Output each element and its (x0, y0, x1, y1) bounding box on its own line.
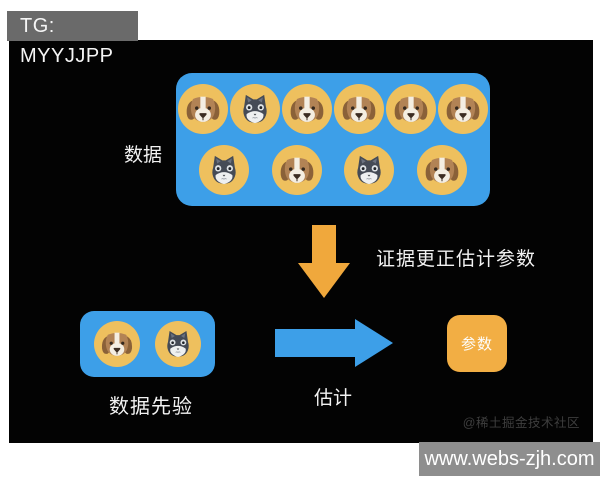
prior-box-label: 数据先验 (109, 396, 193, 418)
tg-badge-label: TG: MYYJJPP (20, 15, 114, 67)
dog-icon (438, 84, 488, 134)
data-samples-box (176, 73, 490, 206)
site-url-bar: www.webs-zjh.com (419, 442, 600, 476)
dog-icon (386, 84, 436, 134)
evidence-arrow-label: 证据更正估计参数 (376, 249, 537, 270)
community-watermark: @稀土掘金技术社区 (462, 416, 580, 430)
dog-icon (334, 84, 384, 134)
prior-samples-box (80, 311, 215, 377)
parameter-box: 参数 (447, 315, 507, 372)
dog-icon (282, 84, 332, 134)
data-box-label: 数据 (123, 145, 162, 166)
parameter-box-label: 参数 (460, 336, 493, 353)
tg-badge: TG: MYYJJPP (7, 11, 138, 67)
site-url-label: www.webs-zjh.com (424, 447, 595, 470)
cat-icon (154, 321, 201, 367)
cat-icon (198, 145, 249, 195)
cat-icon (344, 145, 395, 195)
estimate-arrow-label: 估计 (313, 388, 352, 409)
dog-icon (94, 321, 141, 367)
cat-icon (230, 84, 280, 134)
dog-icon (417, 145, 468, 195)
dog-icon (178, 84, 228, 134)
down-arrow-icon (298, 225, 350, 298)
dog-icon (271, 145, 322, 195)
right-arrow-icon (275, 319, 393, 367)
